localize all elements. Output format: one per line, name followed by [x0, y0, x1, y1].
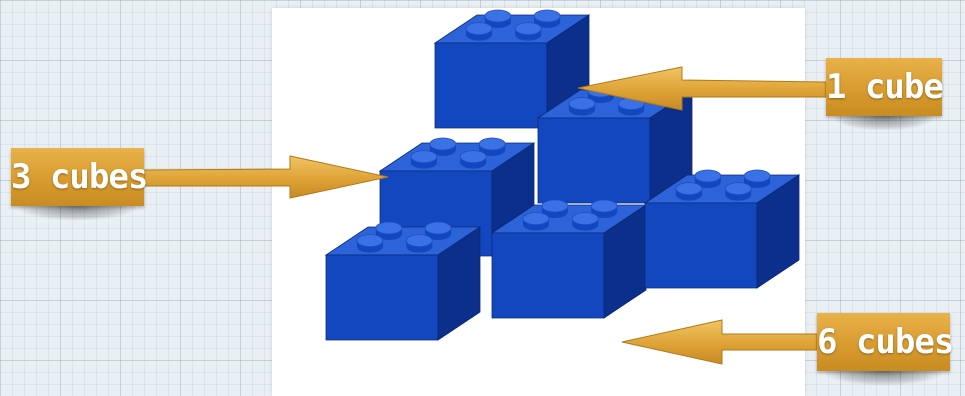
lego-brick	[433, 9, 591, 129]
label-middle-layer-text: 3 cubes	[11, 157, 148, 197]
lego-brick	[324, 221, 482, 341]
lego-brick	[490, 199, 648, 319]
label-top-layer-text: 1 cube	[826, 67, 944, 107]
label-top-layer: 1 cube	[826, 58, 944, 130]
arrow-to-top-cube	[577, 66, 827, 111]
label-bottom-layer-text: 6 cubes	[817, 322, 954, 362]
lego-brick-stack	[324, 9, 801, 341]
label-bottom-layer: 6 cubes	[817, 313, 954, 385]
arrow-to-middle-cubes	[143, 155, 389, 199]
lego-brick	[643, 169, 801, 289]
label-middle-layer: 3 cubes	[11, 148, 148, 220]
arrow-to-bottom-cubes	[621, 319, 818, 365]
